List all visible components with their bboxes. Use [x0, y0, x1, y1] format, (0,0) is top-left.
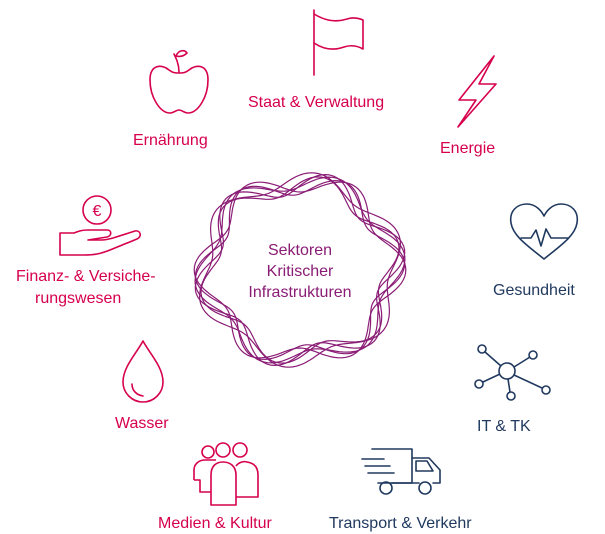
ring-loop-4	[194, 174, 406, 366]
label-transport-verkehr: Transport & Verkehr	[329, 515, 472, 532]
center-title-line1: Sektoren	[267, 242, 333, 259]
heart-pulse-icon	[509, 203, 579, 260]
label-gesundheit: Gesundheit	[493, 282, 575, 299]
label-wasser: Wasser	[115, 415, 169, 432]
ring-loop-6	[199, 172, 401, 368]
center-title-line2: Kritischer	[266, 263, 334, 280]
ring-loop-1	[193, 181, 407, 359]
label-staat-verwaltung: Staat & Verwaltung	[248, 94, 385, 111]
hand-euro-icon	[59, 195, 141, 256]
label-energie: Energie	[440, 140, 496, 157]
apple-icon	[149, 49, 209, 114]
label-finanz-line1: Finanz- & Versiche-	[16, 268, 156, 285]
water-drop-icon	[122, 340, 164, 403]
network-icon	[474, 344, 551, 401]
ring-loop-5	[200, 176, 400, 364]
lightning-icon	[457, 55, 497, 128]
label-ernaehrung: Ernährung	[133, 132, 208, 149]
label-finanz-line2: rungswesen	[35, 290, 122, 307]
truck-icon	[361, 448, 441, 495]
ring-loop-3	[194, 176, 406, 364]
euro-symbol-icon: €	[93, 203, 102, 220]
ring-loop-2	[194, 180, 406, 360]
people-icon	[193, 442, 259, 506]
center-ring	[193, 172, 407, 368]
center-title-line3: Infrastrukturen	[248, 284, 352, 301]
label-it-tk: IT & TK	[477, 418, 531, 435]
center-title: Sektoren Kritischer Infrastrukturen	[225, 240, 375, 303]
label-medien-kultur: Medien & Kultur	[158, 515, 272, 532]
flag-icon	[313, 9, 364, 76]
